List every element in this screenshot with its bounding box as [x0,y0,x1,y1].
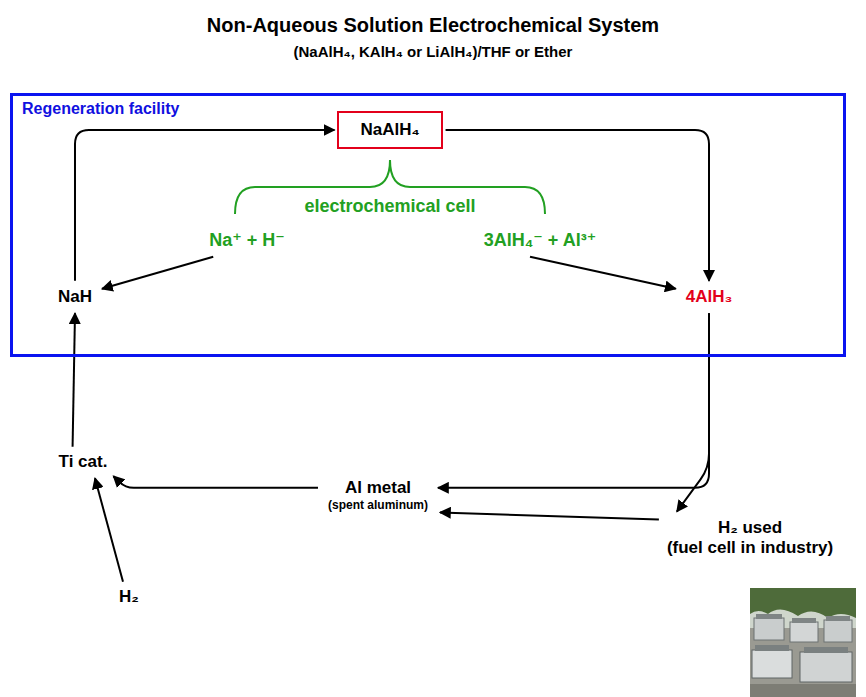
node-text: (fuel cell in industry) [667,538,833,558]
node-text: H₂ [119,587,139,607]
usage-node: H₂ used(fuel cell in industry) [663,516,837,561]
subtitle: (NaAlH₄, KAlH₄ or LiAlH₄)/THF or Ether [294,43,573,60]
region-box: Regeneration facilityNaAlH₄ Na⁺ + H⁻ 3AlH₄… [10,93,846,357]
metal-node: Al metal(spent aluminum) [324,476,432,515]
flow-arrow [113,476,318,488]
flow-arrow [677,313,709,511]
node-text: NaAlH₄ [360,120,419,140]
node-text: H₂ used [667,518,833,538]
ion-pair: Na⁺ + H⁻ [205,228,289,254]
compound-node: NaH [54,285,96,309]
flow-arrow [440,512,659,519]
flow-arrow [102,257,213,289]
node-text: 4AlH₃ [686,287,733,307]
flow-arrow [438,313,709,488]
cell-label: electrochemical cell [304,196,475,217]
catalyst-node: Ti cat. [55,450,112,474]
product-node: 4AlH₃ [682,285,737,309]
node-text: (spent aluminum) [328,498,428,512]
ion-pair: 3AlH₄⁻ + Al³⁺ [480,228,600,254]
node-text: Ti cat. [59,452,108,472]
flow-arrow [530,257,676,289]
node-text: 3AlH₄⁻ + Al³⁺ [484,230,596,252]
fuel-cell-photo [750,588,856,697]
diagram-title: Non-Aqueous Solution Electrochemical Sys… [207,14,659,37]
node-text: NaH [58,287,92,307]
node-text: Na⁺ + H⁻ [209,230,285,252]
flow-arrow [446,130,709,281]
flow-arrow [75,130,334,281]
flow-arrow [73,313,75,447]
flow-arrow [95,478,123,582]
hydrogen-node: H₂ [115,585,143,609]
node-text: Regeneration facility [22,99,834,118]
compound-box: NaAlH₄ [337,111,442,149]
node-text: Al metal [328,478,428,498]
